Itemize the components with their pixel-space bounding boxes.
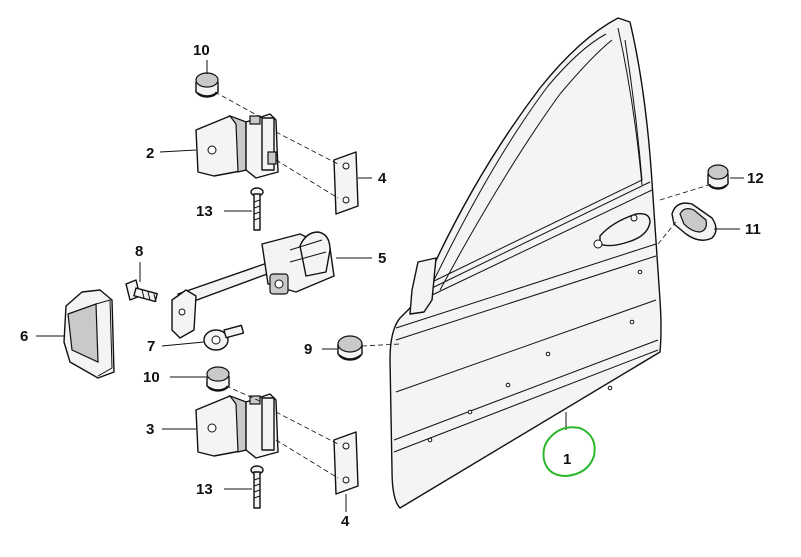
- callout-3: 3: [146, 421, 154, 438]
- upper-hinge: [195, 113, 279, 179]
- hinge-plate-4-upper: [333, 151, 359, 215]
- callout-13-lower: 13: [196, 481, 213, 498]
- assembly-lines: [214, 91, 713, 479]
- door-check-strap: [171, 231, 335, 339]
- nut-9: [337, 335, 363, 361]
- bracket-6: [63, 289, 115, 379]
- callout-9: 9: [304, 341, 312, 358]
- callout-1: 1: [563, 451, 571, 468]
- callout-12: 12: [747, 170, 764, 187]
- grommet-12: [707, 164, 729, 190]
- callout-8: 8: [135, 243, 143, 260]
- bolt-13-upper: [250, 187, 264, 231]
- lower-hinge: [195, 393, 279, 459]
- bolt-8: [125, 279, 158, 303]
- callout-13-upper: 13: [196, 203, 213, 220]
- callout-10-lower: 10: [143, 369, 160, 386]
- callout-7: 7: [147, 338, 155, 355]
- callout-10-upper: 10: [193, 42, 210, 59]
- callout-6: 6: [20, 328, 28, 345]
- hinge-plate-4-lower: [333, 431, 359, 495]
- callout-4-upper: 4: [378, 170, 387, 187]
- callout-5: 5: [378, 250, 386, 267]
- seal-11: [671, 202, 717, 241]
- nut-10-upper: [195, 72, 219, 98]
- leader-lines: [36, 60, 744, 512]
- nut-10-lower: [206, 366, 230, 392]
- door-shell: [389, 17, 662, 509]
- bolt-13-lower: [250, 465, 264, 509]
- callout-4-lower: 4: [341, 513, 350, 530]
- bolt-7: [203, 324, 245, 351]
- highlight-circle: [542, 426, 596, 478]
- callout-labels: 10 2 4 13 8 5 6 7 9 10 3 13 4 12 11 1: [20, 42, 764, 530]
- callout-2: 2: [146, 145, 154, 162]
- callout-11: 11: [745, 221, 761, 238]
